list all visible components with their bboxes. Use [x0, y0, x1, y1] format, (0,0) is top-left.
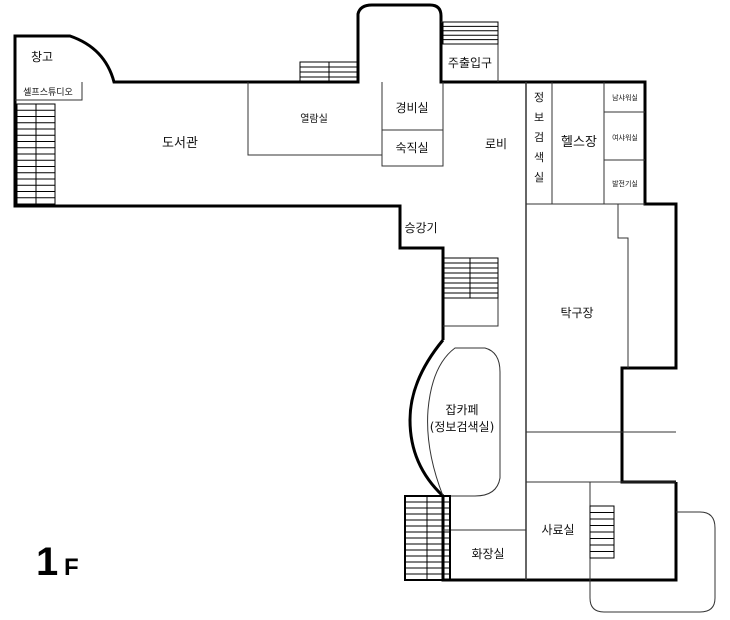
label-restroom: 화장실 — [471, 547, 504, 561]
label-info-search-5: 실 — [534, 171, 544, 184]
label-lobby: 로비 — [485, 137, 507, 151]
label-info-search-1: 정 — [534, 91, 544, 104]
label-library: 도서관 — [162, 136, 198, 151]
stair-top-left — [299, 61, 359, 83]
stair-library — [16, 103, 56, 205]
label-main-entrance: 주출입구 — [448, 56, 492, 70]
inner-walls — [15, 21, 716, 613]
stair-entrance — [442, 21, 499, 45]
room-labels: 창고 셀프스튜디오 도서관 열람실 경비실 숙직실 주출입구 로비 정 보 검 … — [23, 50, 638, 561]
floor-indicator: 1 F — [36, 540, 79, 584]
floor-suffix: F — [64, 554, 79, 581]
label-self-studio: 셀프스튜디오 — [23, 87, 73, 98]
stair-elevator — [442, 257, 499, 299]
label-archive: 사료실 — [541, 523, 574, 537]
outer-walls — [13, 3, 678, 582]
stair-archive — [589, 505, 615, 559]
label-reading-room: 열람실 — [300, 112, 328, 125]
label-info-search-4: 색 — [534, 151, 544, 164]
label-night-duty-room: 숙직실 — [395, 141, 428, 155]
label-womens-locker: 여샤워실 — [612, 133, 638, 142]
stair-lower-left — [404, 495, 451, 581]
label-storage: 창고 — [31, 50, 53, 64]
label-info-search-2: 보 — [534, 111, 544, 124]
label-cafe: 잡카페 — [445, 403, 478, 417]
label-table-tennis: 탁구장 — [560, 306, 593, 320]
label-cafe-sub: (정보검색실) — [430, 420, 495, 434]
label-generator-room: 발전기실 — [612, 179, 638, 188]
label-elevator: 승강기 — [404, 221, 437, 235]
label-mens-locker: 남샤워실 — [612, 93, 638, 102]
label-security-office: 경비실 — [395, 101, 428, 115]
label-fitness: 헬스장 — [561, 135, 597, 150]
label-info-search-3: 검 — [534, 131, 544, 144]
floor-number: 1 — [36, 540, 58, 584]
